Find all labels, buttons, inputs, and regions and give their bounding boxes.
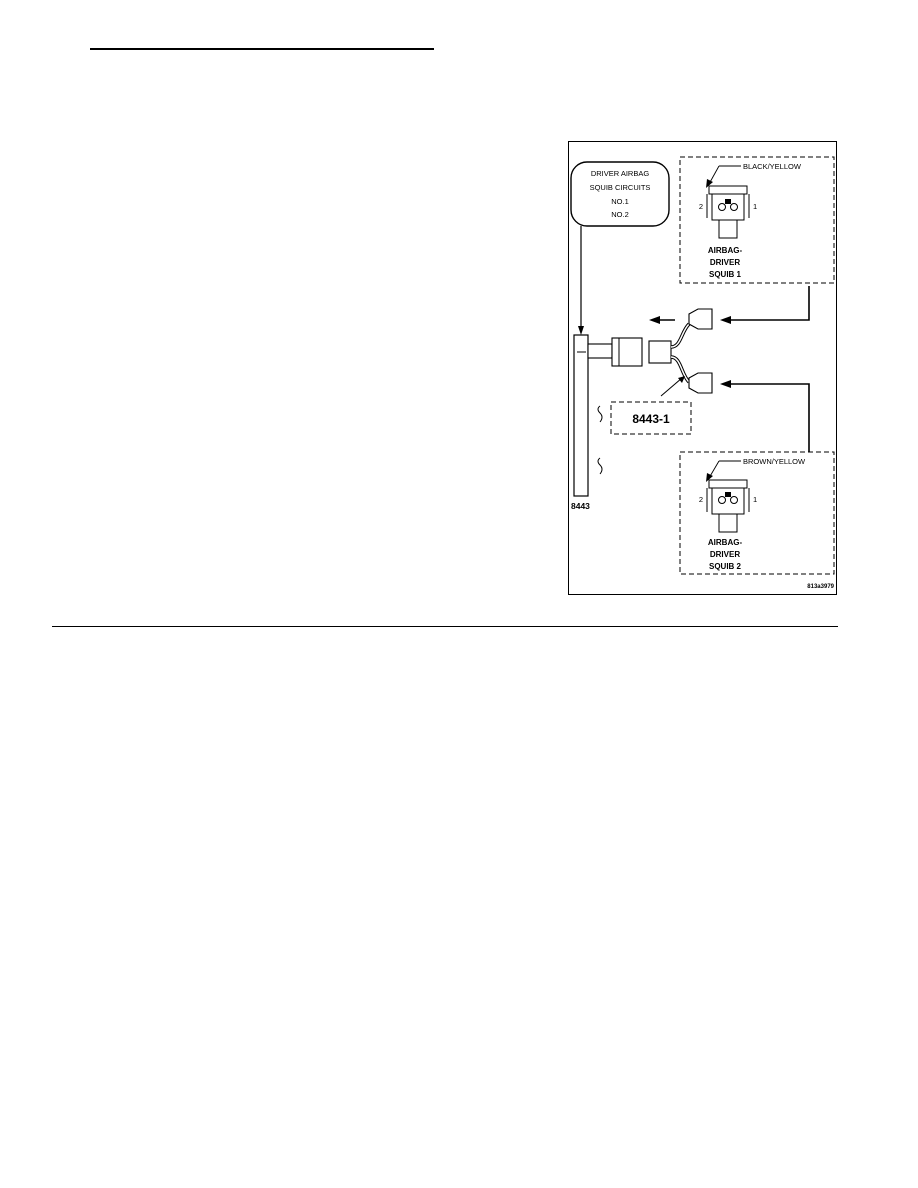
- callout-line-2: SQUIB CIRCUITS: [590, 183, 651, 192]
- tool-connector-plug: [611, 337, 643, 367]
- squib2-wire-arrowhead: [706, 473, 713, 482]
- squib1-label-2: DRIVER: [710, 258, 740, 267]
- section-divider: [52, 626, 838, 627]
- squib1-box: [679, 156, 835, 284]
- squib2-connect-arrow: [729, 383, 810, 452]
- callout-line-3: NO.1: [611, 197, 629, 206]
- squib2-connect-arrowhead: [720, 380, 731, 388]
- adapter-lead-1: [670, 323, 690, 348]
- disconnect-arrowhead: [649, 316, 660, 324]
- squib2-label-1: AIRBAG-: [708, 538, 743, 547]
- tool-connector-stem: [587, 343, 613, 359]
- tool-8443-body: [573, 334, 589, 497]
- section-title-rule: [90, 48, 434, 50]
- squib1-wire-arrowhead: [706, 179, 713, 188]
- squib1-pin-2: 2: [699, 202, 703, 211]
- adapter-leader-arrowhead: [678, 376, 685, 383]
- adapter-plug-2: [688, 372, 713, 394]
- adapter-lead-2: [670, 356, 690, 383]
- figure-id: 813a3979: [807, 584, 834, 590]
- squib2-pin-1: 1: [753, 495, 757, 504]
- squib2-connector-icon: [706, 479, 750, 533]
- squib2-label-2: DRIVER: [710, 550, 740, 559]
- callout-line-1: DRIVER AIRBAG: [591, 169, 650, 178]
- adapter-plug-1: [688, 308, 713, 330]
- squib1-connect-arrowhead: [720, 316, 731, 324]
- squib2-label-3: SQUIB 2: [709, 562, 742, 571]
- tool-8443-label: 8443: [571, 501, 590, 511]
- squib1-connect-arrow: [729, 286, 810, 321]
- squib1-label-3: SQUIB 1: [709, 270, 742, 279]
- callout-box: [570, 161, 670, 227]
- squib1-label-1: AIRBAG-: [708, 246, 743, 255]
- squib2-pin-2: 2: [699, 495, 703, 504]
- squib1-connector-icon: [706, 185, 750, 239]
- squib-adapter-figure: DRIVER AIRBAG SQUIB CIRCUITS NO.1 NO.2 8…: [568, 141, 837, 595]
- adapter-label: 8443-1: [632, 412, 670, 426]
- break-mark-2: [597, 457, 603, 475]
- break-mark-1: [597, 405, 603, 423]
- squib1-pin-1: 1: [753, 202, 757, 211]
- squib2-box: [679, 451, 835, 575]
- adapter-label-box: [610, 401, 692, 435]
- adapter-leader: [660, 377, 683, 397]
- callout-arrowhead: [578, 326, 584, 335]
- adapter-connector: [648, 340, 672, 364]
- squib1-wire-color: BLACK/YELLOW: [743, 162, 802, 171]
- figure-drawing: DRIVER AIRBAG SQUIB CIRCUITS NO.1 NO.2 8…: [570, 156, 835, 590]
- squib2-wire-color: BROWN/YELLOW: [743, 457, 806, 466]
- callout-line-4: NO.2: [611, 210, 629, 219]
